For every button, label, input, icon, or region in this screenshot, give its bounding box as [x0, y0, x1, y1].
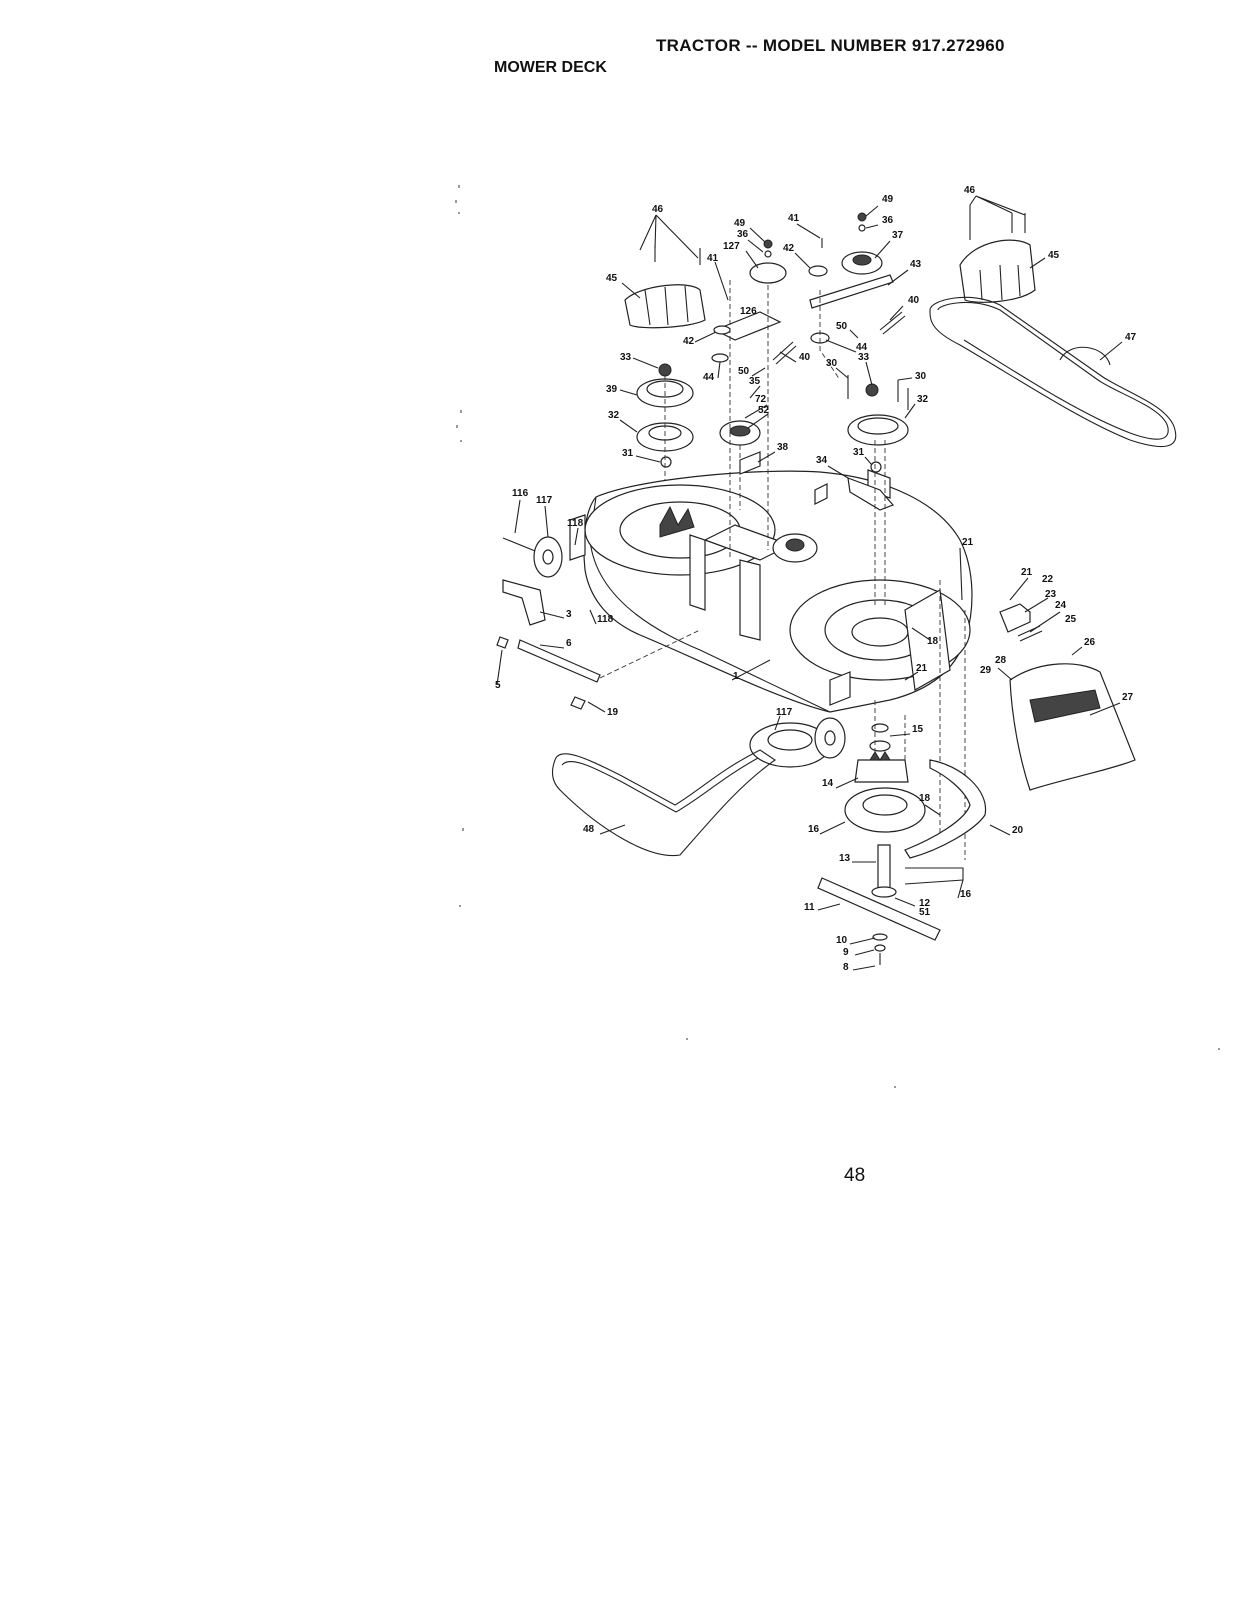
- callout-46: 46: [652, 204, 664, 215]
- callout-117: 117: [536, 495, 553, 506]
- callout-22: 22: [1042, 574, 1054, 585]
- callout-33: 33: [620, 352, 632, 363]
- callout-32: 32: [917, 394, 929, 405]
- callout-43: 43: [910, 259, 922, 270]
- callout-33: 33: [858, 352, 870, 363]
- callout-72: 72: [755, 394, 767, 405]
- callout-37: 37: [892, 230, 904, 241]
- callout-26: 26: [1084, 637, 1096, 648]
- callout-21: 21: [962, 537, 974, 548]
- callout-20: 20: [1012, 825, 1024, 836]
- callout-49: 49: [734, 218, 746, 229]
- callout-45: 45: [1048, 250, 1060, 261]
- callout-25: 25: [1065, 614, 1077, 625]
- callout-31: 31: [622, 448, 634, 459]
- callout-41: 41: [707, 253, 719, 264]
- callout-50: 50: [836, 321, 848, 332]
- callout-40: 40: [908, 295, 920, 306]
- callout-36: 36: [737, 229, 749, 240]
- callout-13: 13: [839, 853, 851, 864]
- callout-51: 51: [919, 907, 931, 918]
- callout-44: 44: [703, 372, 715, 383]
- callout-42: 42: [783, 243, 795, 254]
- page-number: 48: [844, 1165, 865, 1187]
- callout-30: 30: [826, 358, 838, 369]
- callout-41: 41: [788, 213, 800, 224]
- callout-6: 6: [566, 638, 572, 649]
- callout-48: 48: [583, 824, 595, 835]
- callout-35: 35: [749, 376, 761, 387]
- callout-42: 42: [683, 336, 695, 347]
- callout-45: 45: [606, 273, 618, 284]
- callout-10: 10: [836, 935, 848, 946]
- callout-18: 18: [919, 793, 931, 804]
- callout-19: 19: [607, 707, 619, 718]
- left-pulley-stack: [625, 285, 705, 480]
- callout-18: 18: [927, 636, 939, 647]
- callout-117: 117: [776, 707, 793, 718]
- callout-49: 49: [882, 194, 894, 205]
- callout-15: 15: [912, 724, 924, 735]
- callout-36: 36: [882, 215, 894, 226]
- right-cover-and-belt: [930, 205, 1176, 447]
- callout-116: 116: [512, 488, 529, 499]
- callout-8: 8: [843, 962, 849, 973]
- callout-16: 16: [960, 889, 972, 900]
- callout-21: 21: [1021, 567, 1033, 578]
- callout-28: 28: [995, 655, 1007, 666]
- callout-9: 9: [843, 947, 849, 958]
- callout-3: 3: [566, 609, 572, 620]
- callout-46: 46: [964, 185, 976, 196]
- callout-24: 24: [1055, 600, 1067, 611]
- callout-34: 34: [816, 455, 828, 466]
- callout-127: 127: [723, 241, 740, 252]
- callout-126: 126: [740, 306, 757, 317]
- callout-118: 118: [597, 614, 614, 625]
- callout-11: 11: [804, 902, 815, 913]
- callout-30: 30: [915, 371, 927, 382]
- callout-118: 118: [567, 518, 584, 529]
- callout-39: 39: [606, 384, 618, 395]
- callout-31: 31: [853, 447, 865, 458]
- callout-32: 32: [608, 410, 620, 421]
- callout-29: 29: [980, 665, 992, 676]
- callout-40: 40: [799, 352, 811, 363]
- clutch-and-belt: [553, 718, 845, 856]
- callout-14: 14: [822, 778, 834, 789]
- callout-16: 16: [808, 824, 820, 835]
- callout-47: 47: [1125, 332, 1137, 343]
- callout-50: 50: [738, 366, 750, 377]
- callout-27: 27: [1122, 692, 1134, 703]
- callout-38: 38: [777, 442, 789, 453]
